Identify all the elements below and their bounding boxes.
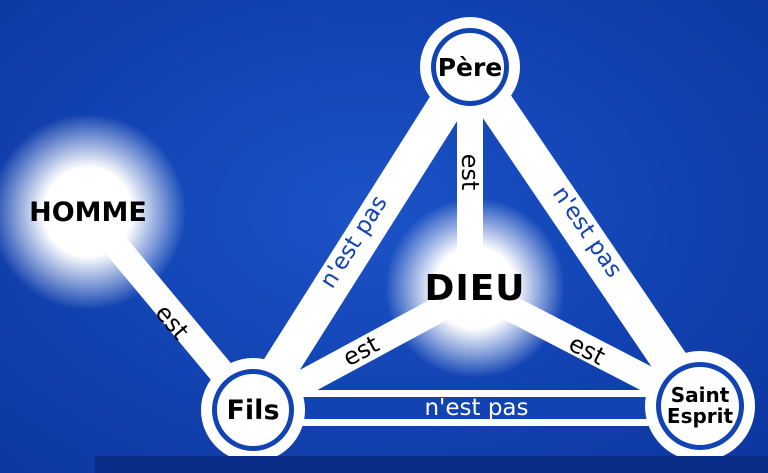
bottom-bar [95, 456, 768, 473]
node-saint-esprit-label: Saint Esprit [667, 385, 733, 427]
node-saint-esprit-line2: Esprit [666, 404, 734, 428]
node-fils: Fils [212, 369, 294, 451]
edge-fils-saint-esprit: n'est pas [253, 390, 700, 426]
node-homme-label: HOMME [29, 196, 147, 228]
node-pere: Père [431, 28, 509, 106]
node-saint-esprit: Saint Esprit [656, 362, 744, 450]
node-fils-label: Fils [226, 394, 280, 426]
node-dieu: DIEU [385, 198, 565, 378]
node-saint-esprit-line1: Saint [670, 383, 730, 407]
node-homme: HOMME [0, 114, 186, 310]
node-pere-label: Père [437, 52, 503, 82]
edge-label-dieu-pere: est [456, 153, 484, 191]
node-dieu-label: DIEU [424, 267, 526, 309]
edge-label-fils-saint-esprit: n'est pas [424, 395, 529, 421]
edge-fils-saint-esprit-stripe: n'est pas [253, 395, 700, 421]
